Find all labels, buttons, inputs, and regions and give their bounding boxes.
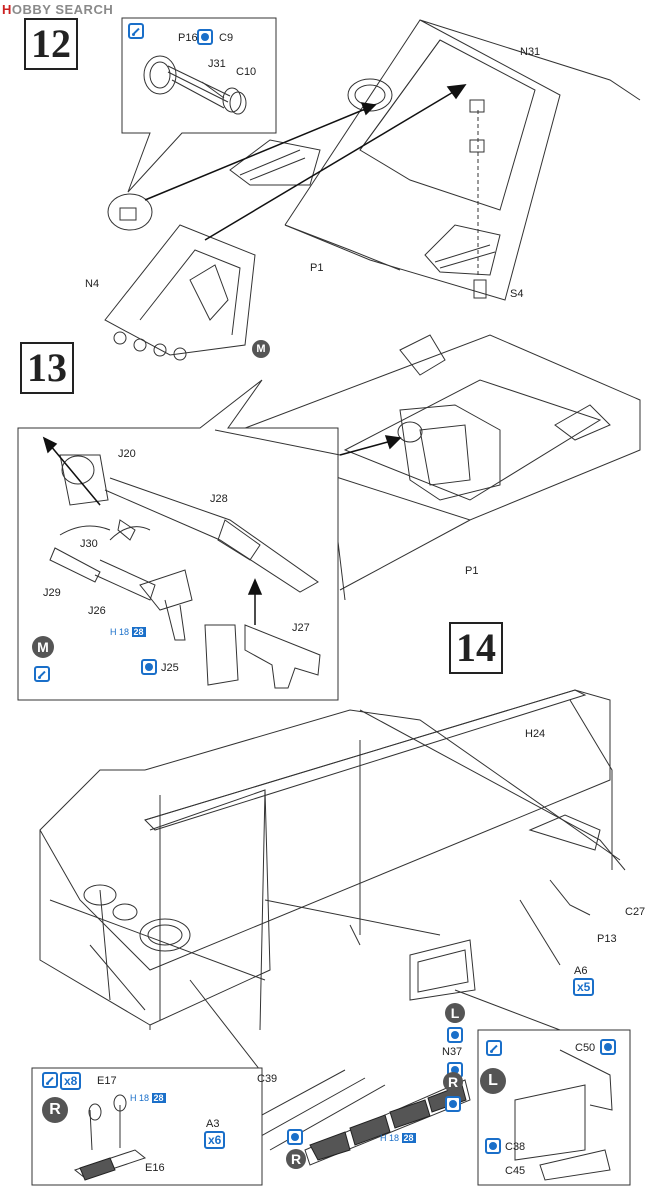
- cupola-n4: [104, 224, 256, 356]
- badge-r-right: R: [443, 1072, 463, 1092]
- badge-m: M: [32, 636, 54, 658]
- glue-icon: [42, 1072, 58, 1088]
- hobby-search-watermark: HOBBY SEARCH: [2, 2, 114, 17]
- multiplier-e17: x8: [60, 1072, 82, 1090]
- part-h24: H24: [525, 728, 546, 740]
- multiplier-a6: x5: [573, 978, 595, 996]
- part-c50: C50: [575, 1042, 596, 1054]
- optional-part-icon: [197, 29, 213, 45]
- hull-top-plate-p1: [284, 19, 641, 301]
- part-j27: J27: [292, 622, 310, 634]
- optional-part-icon: [485, 1138, 501, 1154]
- part-p16: P16: [178, 32, 198, 44]
- part-e17: E17: [97, 1075, 117, 1087]
- part-p1: P1: [310, 262, 324, 274]
- part-c27: C27: [625, 906, 646, 918]
- part-j25: J25: [161, 662, 179, 674]
- badge-m-top: M: [252, 340, 270, 358]
- part-c10: C10: [236, 66, 257, 78]
- glue-icon: [34, 666, 50, 682]
- part-j26: J26: [88, 605, 106, 617]
- glue-icon: [486, 1040, 502, 1056]
- hull-lower-step14: [39, 689, 611, 971]
- part-c9: C9: [219, 32, 234, 44]
- part-j30: J30: [80, 538, 98, 550]
- part-s4: S4: [510, 288, 524, 300]
- paint-ref: H 18 28: [380, 1133, 416, 1143]
- step12-inset-box: [121, 17, 277, 193]
- part-n37: N37: [442, 1046, 463, 1058]
- optional-part-icon: [600, 1039, 616, 1055]
- part-p13: P13: [597, 933, 617, 945]
- multiplier-a3: x6: [204, 1131, 226, 1149]
- paint-ref: H 18 28: [110, 627, 146, 637]
- step-12-number: 12: [24, 18, 78, 70]
- part-j31: J31: [208, 58, 226, 70]
- part-c38: C38: [505, 1141, 526, 1153]
- optional-part-icon: [445, 1096, 461, 1112]
- part-j20: J20: [118, 448, 136, 460]
- part-p1-step13: P1: [465, 565, 479, 577]
- rail-h24: [144, 689, 587, 831]
- part-c39: C39: [257, 1073, 278, 1085]
- optional-part-icon: [447, 1027, 463, 1043]
- step14-inset-l: [477, 1029, 631, 1186]
- part-e16: E16: [145, 1162, 165, 1174]
- badge-l-inset: L: [480, 1068, 506, 1094]
- glue-icon: [128, 23, 144, 39]
- step-14-number: 14: [449, 622, 503, 674]
- badge-l: L: [445, 1003, 465, 1023]
- part-c45: C45: [505, 1165, 526, 1177]
- step-13-number: 13: [20, 342, 74, 394]
- part-n31: N31: [520, 46, 541, 58]
- part-j28: J28: [210, 493, 228, 505]
- step14-inset-r: [31, 1067, 263, 1186]
- part-a6: A6: [574, 965, 588, 977]
- optional-part-icon: [141, 659, 157, 675]
- step13-inset-box: [17, 379, 339, 701]
- part-j29: J29: [43, 587, 61, 599]
- part-n4: N4: [85, 278, 100, 290]
- paint-ref: H 18 28: [130, 1093, 166, 1103]
- optional-part-icon: [287, 1129, 303, 1145]
- badge-r-inset: R: [42, 1097, 68, 1123]
- part-a3: A3: [206, 1118, 220, 1130]
- badge-r-track: R: [286, 1149, 306, 1169]
